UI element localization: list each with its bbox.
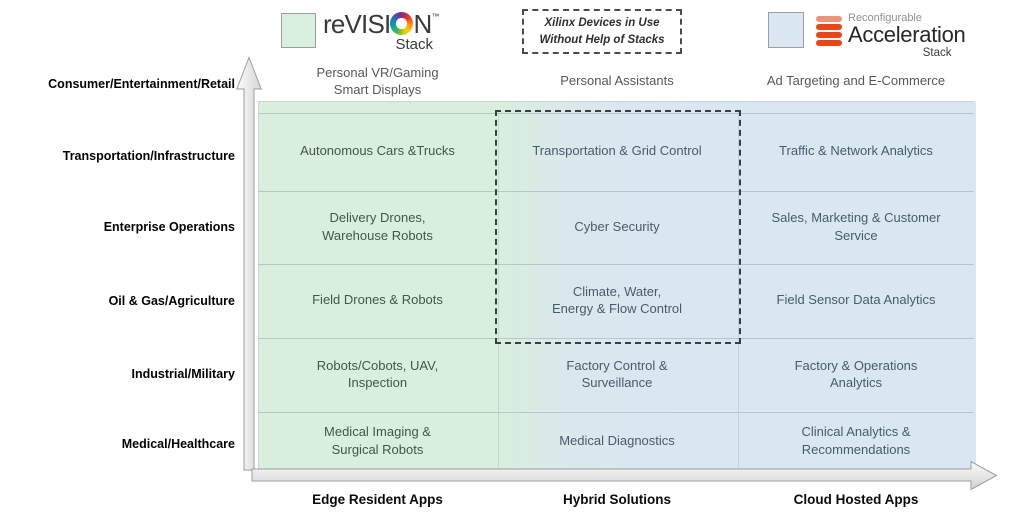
row-label-industrial: Industrial/Military [131,367,236,381]
cell-edge-enterprise: Delivery Drones, Warehouse Robots [322,210,433,243]
cell-hybrid-medical: Medical Diagnostics [559,432,675,448]
footer-label-cloud: Cloud Hosted Apps [793,491,919,507]
cell-cloud-oil-gas: Field Sensor Data Analytics [776,292,936,308]
cell-hybrid-industrial: Factory Control & Surveillance [566,357,668,390]
row-divider [259,338,974,339]
no-stack-legend-box: Xilinx Devices in Use Without Help of St… [522,9,682,54]
acceleration-brand-main: Acceleration [848,22,966,48]
row-label-transportation: Transportation/Infrastructure [62,149,235,163]
revision-wordmark: reVISI N™ [323,11,439,37]
stack-bar-icon [816,32,842,38]
acceleration-stack-sublabel: Stack [922,47,952,60]
revision-legend-swatch [281,13,316,48]
revision-word-left: reVISI [323,9,391,39]
row-divider [259,191,974,192]
row-divider [259,113,974,114]
stack-bar-icon [816,40,842,46]
acceleration-legend-swatch [768,12,804,48]
edge-column-background [259,102,498,469]
no-stack-line2: Without Help of Stacks [539,33,665,46]
header-cell-edge: Personal VR/Gaming Smart Displays [316,65,439,97]
cell-cloud-enterprise: Sales, Marketing & Customer Service [771,210,941,243]
cloud-column-background [738,102,976,469]
revision-o-swirl-icon [390,12,414,35]
cell-cloud-industrial: Factory & Operations Analytics [794,357,918,390]
no-stack-line1: Xilinx Devices in Use [544,17,660,30]
header-cell-hybrid: Personal Assistants [560,73,674,89]
matrix-panel [258,101,976,470]
cell-hybrid-transportation: Transportation & Grid Control [532,143,702,159]
cell-edge-transportation: Autonomous Cars &Trucks [300,143,455,159]
acceleration-stack-logo: Reconfigurable Acceleration Stack [816,12,966,60]
acceleration-brand-top: Reconfigurable [848,12,922,24]
revision-word-right: N [413,9,432,39]
row-label-oil-gas: Oil & Gas/Agriculture [108,294,235,308]
cell-hybrid-oil-gas: Climate, Water, Energy & Flow Control [551,283,683,316]
header-cell-cloud: Ad Targeting and E-Commerce [766,73,946,89]
revision-stack-sublabel: Stack [395,36,433,53]
stack-bar-icon [816,24,842,30]
footer-label-hybrid: Hybrid Solutions [563,491,671,507]
cell-edge-oil-gas: Field Drones & Robots [312,292,443,308]
row-divider [259,412,974,413]
footer-label-edge: Edge Resident Apps [312,491,443,507]
acceleration-wordmark: Reconfigurable Acceleration Stack [848,12,966,60]
row-label-medical: Medical/Healthcare [121,437,235,451]
stack-bar-icon [816,16,842,22]
no-stack-region-outline [495,110,741,344]
cell-edge-medical: Medical Imaging & Surgical Robots [324,424,431,457]
cell-edge-industrial: Robots/Cobots, UAV, Inspection [316,357,439,390]
column-divider [498,113,499,469]
row-label-consumer: Consumer/Entertainment/Retail [48,77,235,91]
trademark-symbol: ™ [431,12,439,21]
row-divider [259,264,974,265]
cell-cloud-transportation: Traffic & Network Analytics [779,143,933,159]
revision-stack-logo: reVISI N™ Stack [323,11,439,53]
column-divider [738,113,739,469]
cell-cloud-medical: Clinical Analytics & Recommendations [801,424,911,457]
stacked-bars-icon [816,12,842,59]
hybrid-column-background [498,102,738,469]
cell-hybrid-enterprise: Cyber Security [574,218,660,234]
row-label-enterprise: Enterprise Operations [103,220,235,234]
